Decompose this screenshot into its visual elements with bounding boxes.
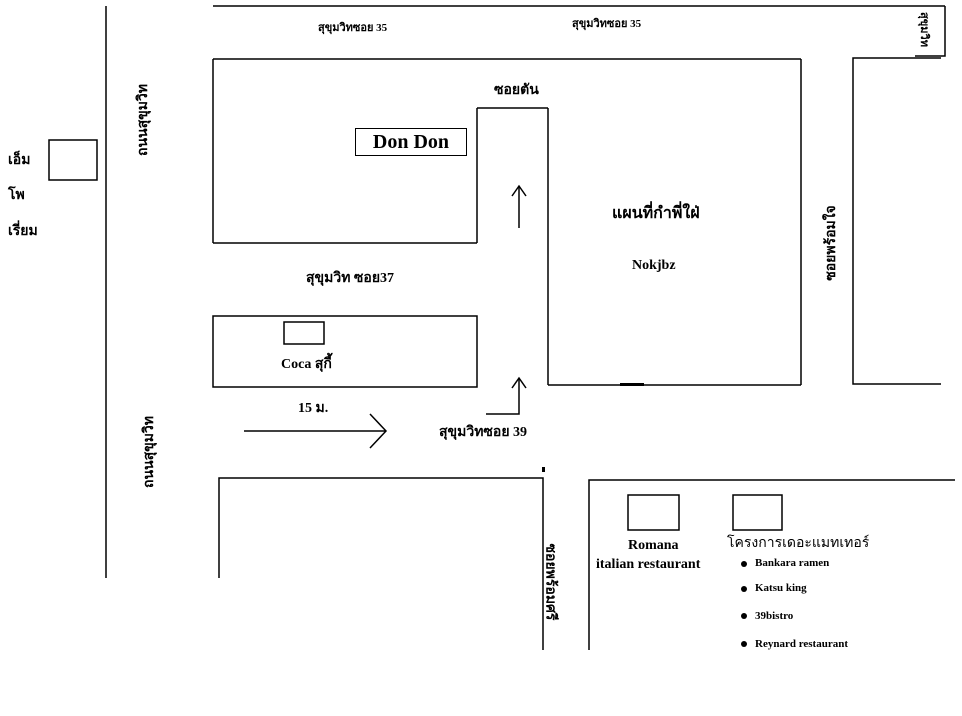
lower-left-block — [218, 477, 544, 650]
coca-block — [212, 315, 478, 388]
bullet-icon — [741, 613, 747, 619]
nokjbz-label: Nokjbz — [632, 258, 676, 273]
matter-box — [732, 494, 783, 531]
emporium-box — [48, 139, 98, 181]
soi-prompjai-label: ซอยพร้อมใจ — [823, 205, 839, 281]
don-don-label: Don Don — [355, 128, 467, 156]
coca-label: Coca สุกี้ — [281, 357, 332, 372]
romana-sub-label: italian restaurant — [596, 557, 701, 572]
bullet-icon — [741, 586, 747, 592]
flagship-label: แผนที่กำพี่ใฝ่ — [612, 205, 700, 222]
restaurant-item-2: Katsu king — [755, 582, 807, 594]
emporium-label-3: เรี่ยม — [8, 224, 38, 239]
soi35-label-left: สุขุมวิทซอย 35 — [318, 22, 388, 34]
restaurant-item-3: 39bistro — [755, 610, 794, 622]
top-right-corner-line — [915, 6, 946, 57]
corner-road-label: สุขุมวิท — [917, 12, 930, 47]
coca-icon-box — [283, 321, 325, 345]
emporium-label-1: เอ็ม — [8, 153, 31, 168]
project-label: โครงการเดอะแมทเทอร์ — [727, 536, 870, 551]
lower-right-block — [588, 479, 955, 650]
bullet-icon — [741, 561, 747, 567]
sukhumvit-lower-label: ถนนสุขุมวิท — [142, 415, 158, 489]
romana-label: Romana — [628, 538, 679, 553]
restaurant-item-4: Reynard restaurant — [755, 638, 848, 650]
up-arrow-lower — [486, 378, 520, 415]
right-building-line — [852, 57, 941, 385]
distance-label: 15 ม. — [298, 401, 329, 416]
dead-end-label: ซอยตัน — [494, 83, 539, 98]
emporium-label-2: โพ — [8, 188, 25, 203]
romana-box — [627, 494, 680, 531]
soi37-label: สุขุมวิท ซอย37 — [306, 271, 395, 286]
sukhumvit-upper-label: ถนนสุขุมวิท — [136, 83, 152, 157]
soi39-label: สุขุมวิทซอย 39 — [439, 425, 528, 440]
bullet-icon — [741, 641, 747, 647]
restaurant-item-1: Bankara ramen — [755, 557, 830, 569]
soi-prompsri-label: ซอยพร้อมศรี — [542, 543, 558, 621]
soi35-label-right: สุขุมวิทซอย 35 — [572, 18, 642, 30]
